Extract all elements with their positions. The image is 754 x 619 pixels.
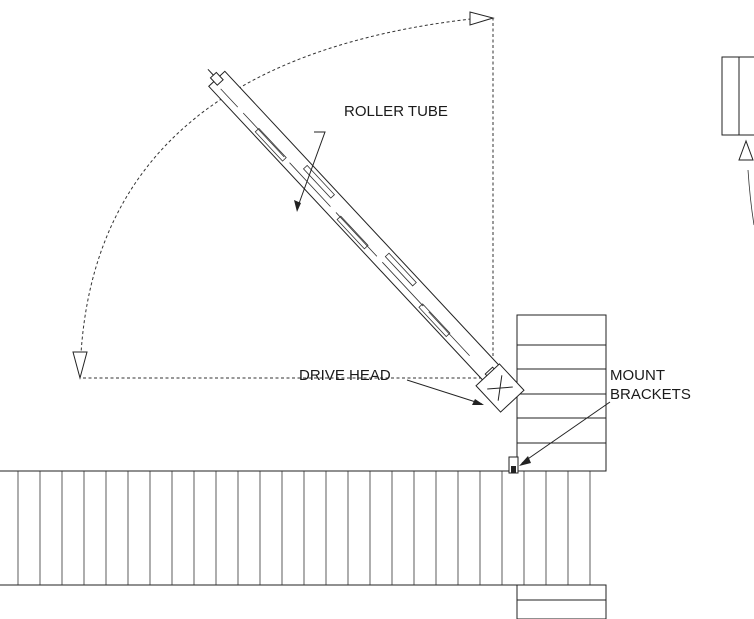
deck-band — [0, 470, 606, 586]
mount-bracket-leader-arrow-icon — [519, 456, 531, 466]
wall-structure — [516, 314, 607, 619]
mount-bracket — [508, 456, 519, 474]
mount-bracket-base — [511, 466, 516, 473]
roller-tube-end-pin — [207, 68, 214, 76]
mount-brackets-label-line1: MOUNT — [610, 367, 665, 384]
arc-end-arrow-icon — [72, 351, 88, 380]
side-detail-box — [721, 56, 754, 136]
roller-tube-slot-4 — [302, 164, 336, 199]
roller-tube-slot-2 — [384, 252, 417, 287]
arc-top-arrow-icon — [469, 11, 495, 26]
roller-tube-slot-5 — [254, 127, 287, 162]
wall-upper — [516, 314, 607, 472]
drive-head-x-2 — [497, 375, 503, 401]
arc-curve — [79, 17, 481, 379]
roller-tube-slot-3 — [336, 215, 369, 250]
roller-tube-label: ROLLER TUBE — [344, 103, 448, 120]
roller-tube-leader — [296, 131, 326, 210]
drive-head-leader — [406, 379, 483, 405]
side-detail-arrow-icon — [738, 139, 754, 161]
mount-brackets-label-line2: BRACKETS — [610, 386, 691, 403]
roller-tube-leader-arrow-icon — [294, 200, 301, 212]
side-detail-leader — [747, 169, 754, 226]
drive-head-label: DRIVE HEAD — [299, 367, 391, 384]
roller-tube-slot-1 — [418, 303, 451, 338]
wall-lower — [516, 584, 607, 619]
drive-head — [475, 363, 525, 413]
mount-bracket-leader — [521, 401, 611, 464]
drive-head-leader-arrow-icon — [472, 399, 484, 405]
roller-tube-inner-line — [220, 88, 470, 357]
rotation-arc — [72, 11, 495, 380]
side-detail-view — [721, 56, 754, 226]
deck-slats — [17, 471, 591, 585]
leader-lines — [294, 131, 611, 466]
